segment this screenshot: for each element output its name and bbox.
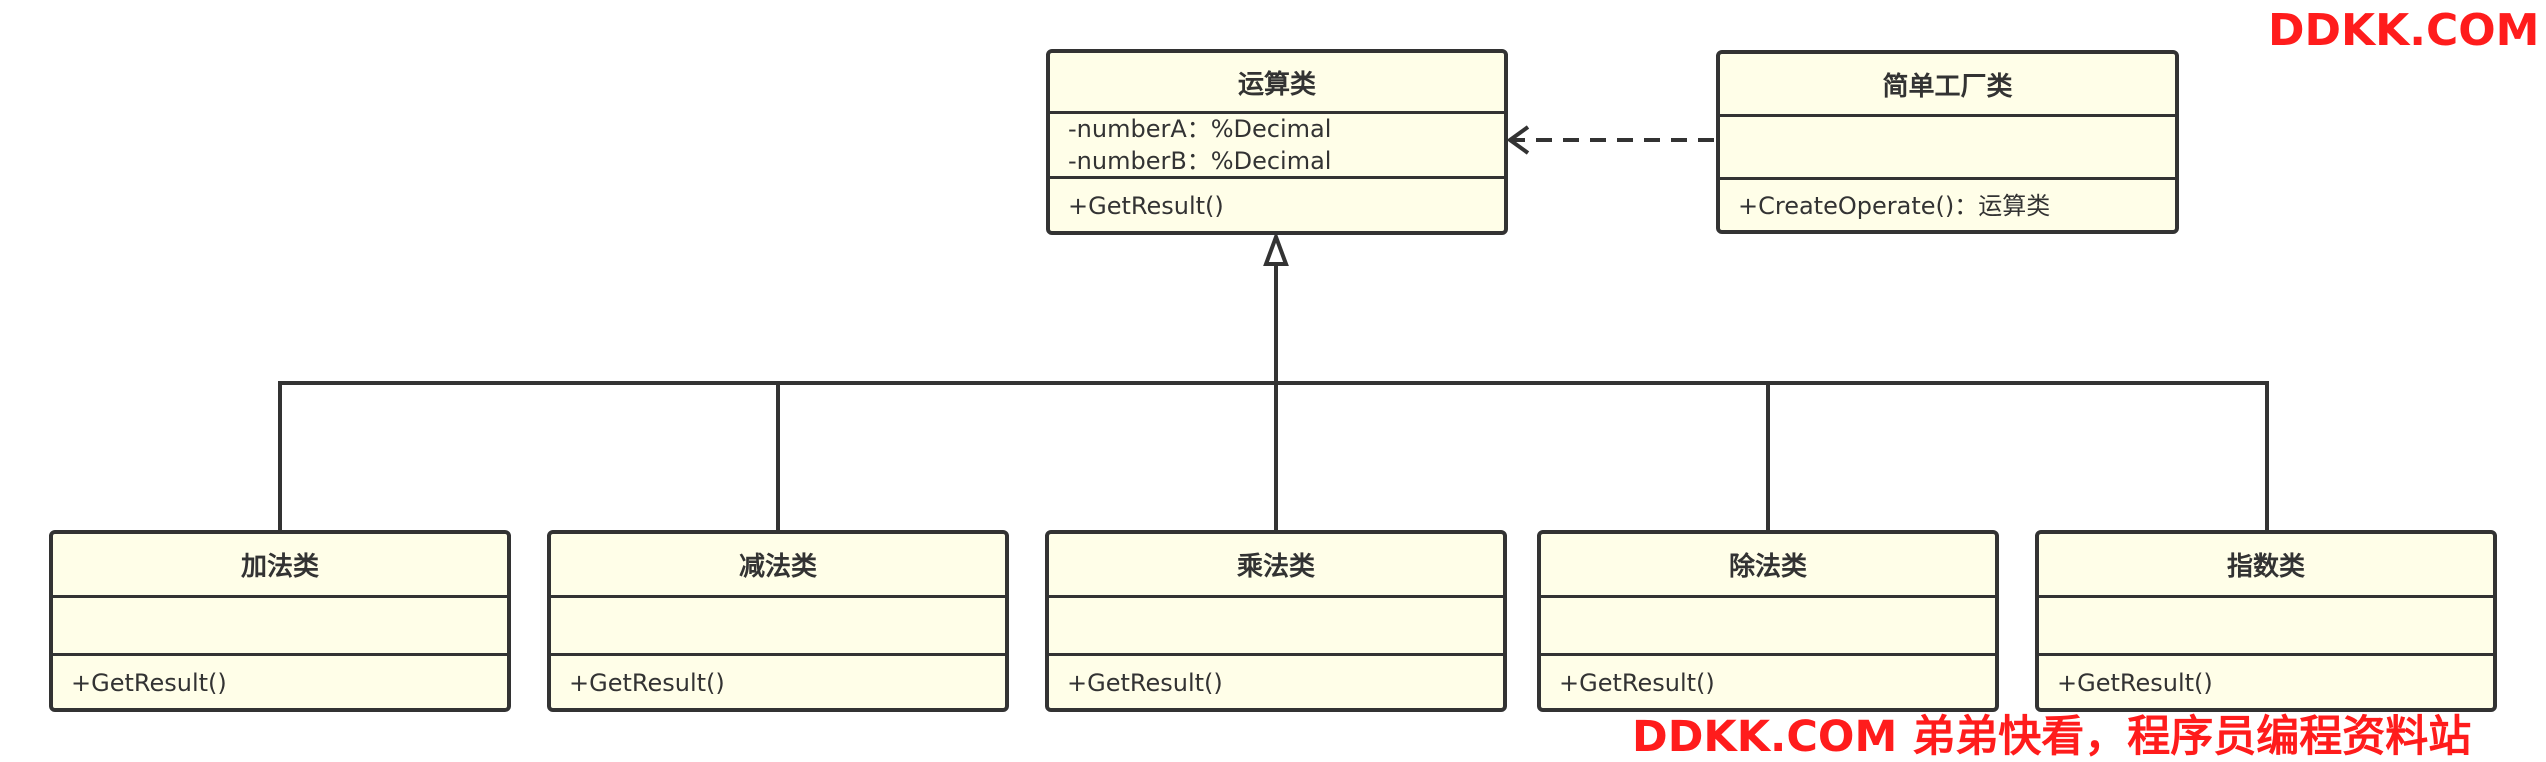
class-pow-operations: +GetResult() bbox=[2039, 653, 2493, 709]
class-add-operations: +GetResult() bbox=[53, 653, 507, 709]
operation-getresult: +GetResult() bbox=[71, 668, 227, 697]
class-div-name: 除法类 bbox=[1728, 552, 1807, 582]
operation-createoperate: +CreateOperate()：运算类 bbox=[1738, 191, 2051, 220]
class-div-attributes bbox=[1541, 595, 1995, 653]
attribute-numberB: -numberB：%Decimal bbox=[1068, 147, 1332, 175]
inheritance-arrowhead bbox=[1263, 231, 1289, 266]
class-operation-operations: +GetResult() bbox=[1050, 176, 1504, 232]
class-pow-name: 指数类 bbox=[2226, 552, 2305, 582]
watermark-bottom: DDKK.COM 弟弟快看，程序员编程资料站 bbox=[1632, 712, 2472, 762]
operation-getresult: +GetResult() bbox=[2057, 668, 2213, 697]
watermark-top-right: DDKK.COM bbox=[2268, 5, 2540, 56]
class-mul[interactable]: 乘法类 +GetResult() bbox=[1045, 530, 1507, 712]
class-sub-operations: +GetResult() bbox=[551, 653, 1005, 709]
class-add[interactable]: 加法类 +GetResult() bbox=[49, 530, 511, 712]
class-add-name: 加法类 bbox=[240, 552, 319, 582]
class-div[interactable]: 除法类 +GetResult() bbox=[1537, 530, 1999, 712]
class-mul-operations: +GetResult() bbox=[1049, 653, 1503, 709]
class-pow[interactable]: 指数类 +GetResult() bbox=[2035, 530, 2497, 712]
class-operation-attributes: -numberA：%Decimal -numberB：%Decimal bbox=[1050, 111, 1504, 176]
class-factory[interactable]: 简单工厂类 +CreateOperate()：运算类 bbox=[1716, 50, 2179, 234]
operation-getresult: +GetResult() bbox=[569, 668, 725, 697]
operation-getresult: +GetResult() bbox=[1559, 668, 1715, 697]
class-operation[interactable]: 运算类 -numberA：%Decimal -numberB：%Decimal … bbox=[1046, 49, 1508, 235]
class-sub-name: 减法类 bbox=[738, 552, 817, 582]
class-sub-attributes bbox=[551, 595, 1005, 653]
class-factory-attributes bbox=[1720, 114, 2175, 177]
class-div-operations: +GetResult() bbox=[1541, 653, 1995, 709]
operation-getresult: +GetResult() bbox=[1068, 191, 1224, 220]
operation-getresult: +GetResult() bbox=[1067, 668, 1223, 697]
attribute-numberA: -numberA：%Decimal bbox=[1068, 115, 1332, 143]
class-pow-attributes bbox=[2039, 595, 2493, 653]
class-factory-operations: +CreateOperate()：运算类 bbox=[1720, 177, 2175, 231]
class-factory-name: 简单工厂类 bbox=[1882, 71, 2013, 102]
dependency-arrowhead bbox=[1506, 125, 1530, 155]
class-sub[interactable]: 减法类 +GetResult() bbox=[547, 530, 1009, 712]
class-mul-attributes bbox=[1049, 595, 1503, 653]
class-add-attributes bbox=[53, 595, 507, 653]
class-mul-name: 乘法类 bbox=[1236, 552, 1315, 582]
class-operation-name: 运算类 bbox=[1237, 69, 1316, 100]
